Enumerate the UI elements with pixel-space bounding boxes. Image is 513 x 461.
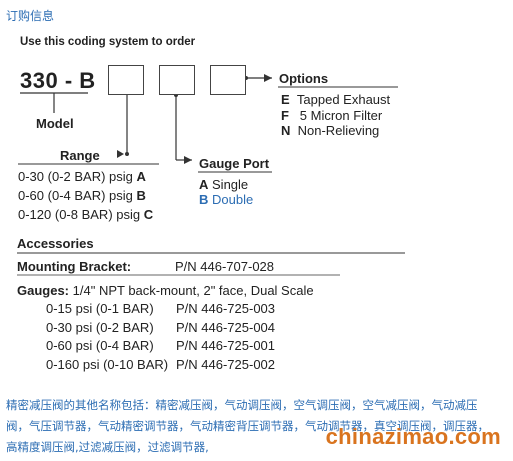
page-title: 订购信息 [6, 9, 55, 23]
footer-text-line: 精密减压阀的其他名称包括：精密减压阀，气动调压阀，空气调压阀，空气减压阀，气动减… [6, 398, 478, 412]
mounting-bracket-pn: P/N 446-707-028 [175, 259, 275, 274]
coding-instruction: Use this coding system to order [20, 36, 196, 48]
gauge-pn: P/N 446-725-002 [176, 357, 276, 372]
option-item: N Non-Relieving [281, 123, 380, 138]
range-item: 0-60 (0-4 BAR) psig B [18, 188, 146, 203]
footer-text-line: 阀，气压调节器，气动精密调节器，气动精密背压调节器，气动调节器，真空调压阀，调压… [6, 419, 489, 433]
option-item: E Tapped Exhaust [281, 92, 391, 107]
watermark-logo: chinazimao.com [325, 424, 501, 449]
model-label: Model [36, 116, 74, 131]
gauge-port-code-box [159, 65, 195, 95]
range-item: 0-30 (0-2 BAR) psig A [18, 169, 146, 184]
accessories-title: Accessories [17, 236, 94, 251]
gauge-port-item: B Double [199, 192, 254, 207]
options-code-box [210, 65, 246, 95]
mounting-bracket-label: Mounting Bracket: [17, 259, 132, 274]
gauge-range: 0-15 psi (0-1 BAR) [46, 301, 154, 316]
range-code-box [108, 65, 144, 95]
gauge-pn: P/N 446-725-004 [176, 320, 276, 335]
model-code: 330 - B [20, 68, 96, 93]
range-item: 0-120 (0-8 BAR) psig C [18, 207, 154, 222]
gauge-pn: P/N 446-725-003 [176, 301, 276, 316]
option-item: F 5 Micron Filter [281, 108, 383, 123]
footer-text-line: 高精度调压阀,过滤减压阀，过滤调节器, [6, 440, 209, 454]
range-title: Range [60, 148, 100, 163]
options-title: Options [279, 71, 329, 86]
gauge-range: 0-60 psi (0-4 BAR) [46, 338, 154, 353]
gauges-line: Gauges: 1/4" NPT back-mount, 2" face, Du… [17, 283, 314, 298]
gauge-range: 0-30 psi (0-2 BAR) [46, 320, 154, 335]
gauge-port-title: Gauge Port [199, 156, 270, 171]
gauge-pn: P/N 446-725-001 [176, 338, 276, 353]
gauge-range: 0-160 psi (0-10 BAR) [46, 357, 169, 372]
gauge-port-item: A Single [199, 177, 249, 192]
